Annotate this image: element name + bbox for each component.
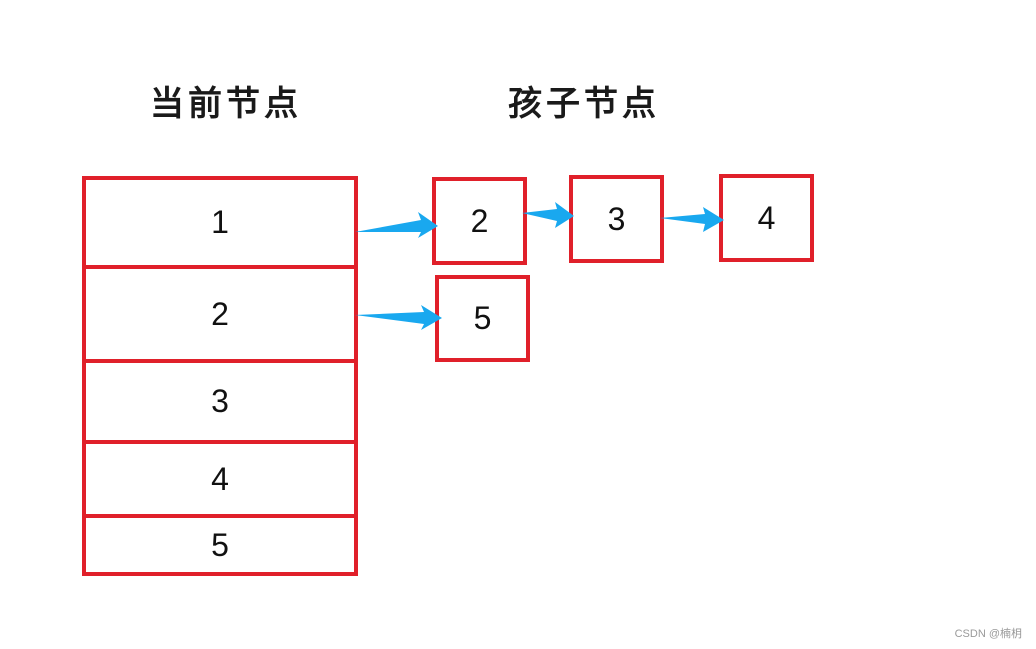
- child-node-4-label: 4: [757, 199, 776, 236]
- current-node-3: 3: [82, 359, 358, 444]
- current-node-4: 4: [82, 440, 358, 518]
- title-current-node: 当前节点: [150, 84, 302, 124]
- current-node-5: 5: [82, 514, 358, 576]
- current-node-1: 1: [82, 176, 358, 269]
- watermark: CSDN @楠枂: [954, 628, 1022, 640]
- child-node-5-label: 5: [473, 300, 492, 336]
- child-node-3-label: 3: [607, 200, 626, 237]
- child-node-3: 3: [569, 175, 664, 263]
- current-node-3-label: 3: [211, 383, 229, 419]
- arrow-1-to-2: [355, 212, 438, 238]
- arrow-2-to-5: [355, 305, 442, 330]
- current-node-4-label: 4: [211, 460, 229, 497]
- arrow-3-to-4: [660, 207, 724, 232]
- child-node-5: 5: [435, 275, 530, 362]
- child-node-2: 2: [432, 177, 527, 265]
- title-child-node: 孩子节点: [508, 84, 660, 124]
- child-node-4: 4: [719, 174, 814, 262]
- current-node-2: 2: [82, 265, 358, 363]
- current-node-1-label: 1: [211, 204, 229, 240]
- current-node-2-label: 2: [211, 295, 229, 332]
- child-node-2-label: 2: [470, 202, 489, 239]
- arrow-2-to-3: [522, 202, 574, 228]
- current-node-5-label: 5: [211, 526, 229, 563]
